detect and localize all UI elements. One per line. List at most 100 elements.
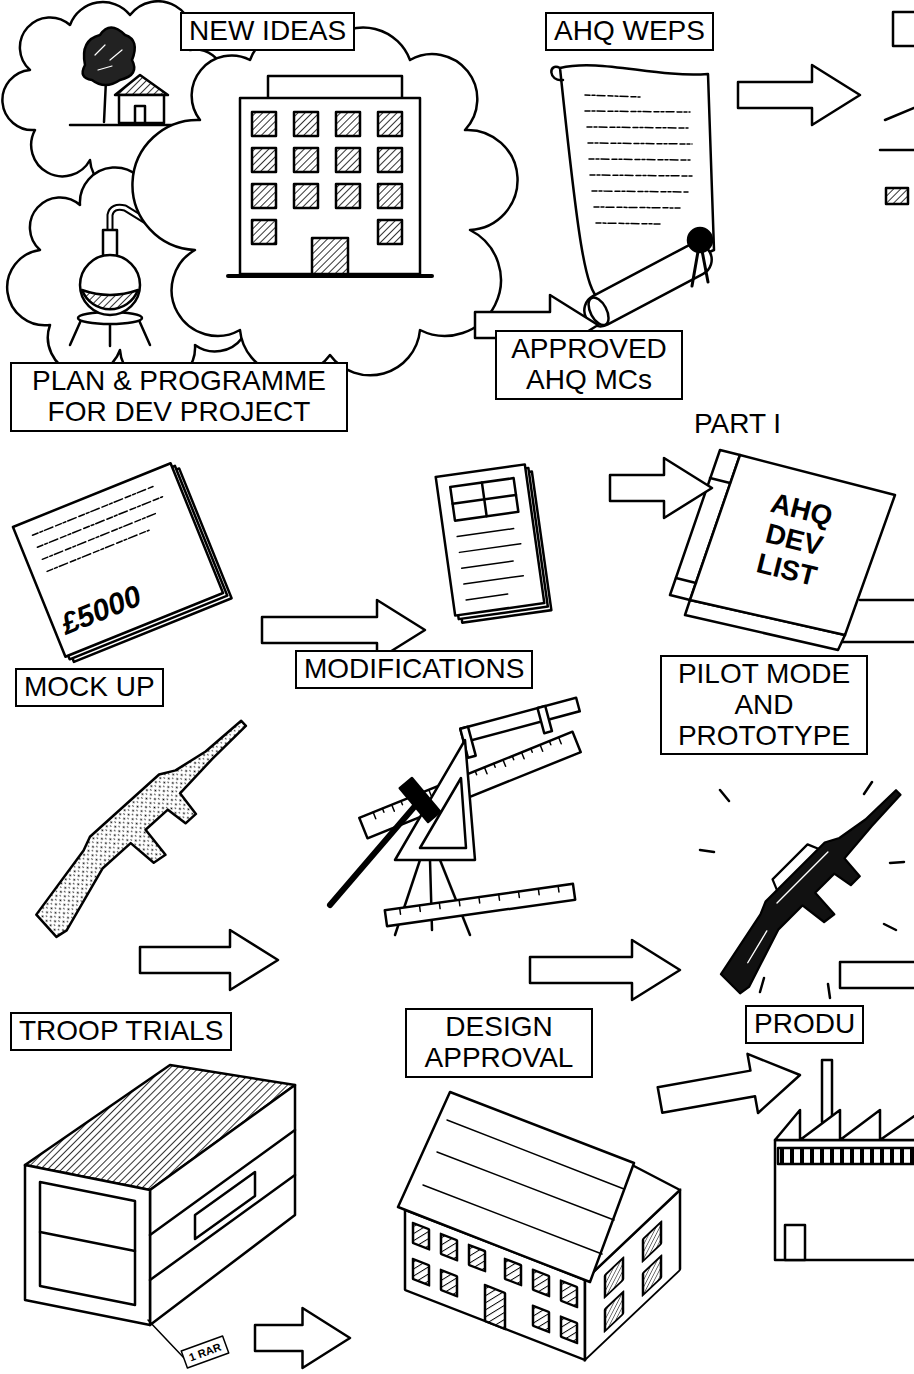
booklet [450,478,518,521]
mock-up-rifle [22,710,274,946]
dev-list-book [670,450,914,650]
plan-papers [32,487,153,536]
plan-papers [42,513,158,560]
scroll-document [688,228,712,252]
factory [775,1110,914,1140]
dev-list-book [710,478,730,483]
idea-cloud-building [252,220,276,244]
idea-cloud-building [228,274,432,278]
idea-cloud-building [252,112,276,136]
approval-building [561,1317,577,1343]
dev-list-book [676,578,696,583]
prototype-rifle [699,773,914,1001]
factory [775,1140,914,1260]
dev-list-book [842,641,914,644]
approval-building [561,1281,577,1307]
scroll-document [585,111,690,112]
stage: PRODU [800,1005,908,1305]
scroll-document [551,65,717,332]
block-arrow [255,1308,350,1368]
factory [775,1060,914,1260]
idea-cloud-building [252,184,276,208]
label-anchor: 1 RAR [183,1343,227,1361]
booklet [459,544,520,553]
drawing-instruments [385,884,575,926]
idea-cloud-building [252,112,402,274]
idea-cloud-building [336,148,360,172]
idea-cloud-building [378,148,402,172]
idea-cloud-building [268,76,402,100]
stage-heading: TROOP TRIALS [10,1012,232,1051]
idea-cloud-building [132,27,517,375]
plan-papers [13,463,223,656]
stage-heading: PLAN & PROGRAMME FOR DEV PROJECT [10,362,348,432]
approval-building [441,1270,457,1296]
idea-cloud-house [135,106,145,123]
stage: AHQ WEPS [598,10,728,330]
approval-building [505,1259,521,1285]
block-arrow-offpage [738,12,914,204]
stage-heading: AHQ WEPS [545,12,714,51]
packing-crate [150,1175,295,1280]
stage-heading: MOCK UP [15,668,164,707]
stage: NEW IDEAS [15,10,475,355]
prototype-rifle [769,841,818,890]
booklet [436,464,552,624]
stage-heading: MODIFICATIONS [295,650,533,689]
scroll-document [590,175,693,176]
scroll-document [585,95,693,224]
approval-building [643,1256,661,1295]
drawing-instruments [385,884,575,926]
booklet [436,464,545,615]
idea-cloud-building [312,238,348,274]
stage: MOCK UP [15,668,140,1003]
block-arrow [610,458,712,518]
packing-crate [195,1172,255,1239]
factory [822,1060,832,1122]
prototype-rifle [840,962,914,988]
idea-cloud-flask [109,324,112,346]
book-title: AHQ DEV LIST [742,485,846,595]
idea-cloud-building [336,184,360,208]
scroll-document [588,143,692,144]
plan-papers [32,485,172,572]
approval-building [643,1222,661,1261]
drawing-instruments [400,778,441,822]
block-arrow-offpage [886,188,908,204]
block-arrow-offpage [738,65,860,125]
dev-list-book [860,599,914,602]
mock-up-rifle [22,710,274,946]
booklet [457,528,527,600]
drawing-instruments [400,778,441,822]
scroll-document [594,207,680,208]
label-anchor: £5000 [51,592,151,628]
stage-heading: PRODU [745,1005,864,1044]
idea-cloud-building [336,112,360,136]
block-arrow [658,1054,800,1113]
idea-cloud-building [240,98,420,274]
booklet [464,576,523,584]
idea-cloud-building [252,148,276,172]
drawing-instruments [330,806,415,905]
scroll-document [589,159,690,160]
block-arrow-offpage [885,108,914,120]
booklet [462,561,513,568]
idea-cloud-building [294,184,318,208]
idea-cloud-building [294,112,318,136]
booklet [466,594,508,600]
approval-building [413,1223,429,1249]
dev-list-book [690,455,895,635]
idea-cloud-building [378,112,402,136]
scroll-document [592,191,688,192]
scroll-document [587,127,688,128]
factory [778,1148,914,1164]
packing-crate [40,1182,135,1305]
packing-crate [25,1165,150,1325]
approval-building [605,1292,623,1331]
money-figure: £5000 [48,575,154,646]
idea-cloud-house [119,95,164,123]
prototype-rifle [732,852,843,963]
idea-cloud-house [115,75,168,95]
